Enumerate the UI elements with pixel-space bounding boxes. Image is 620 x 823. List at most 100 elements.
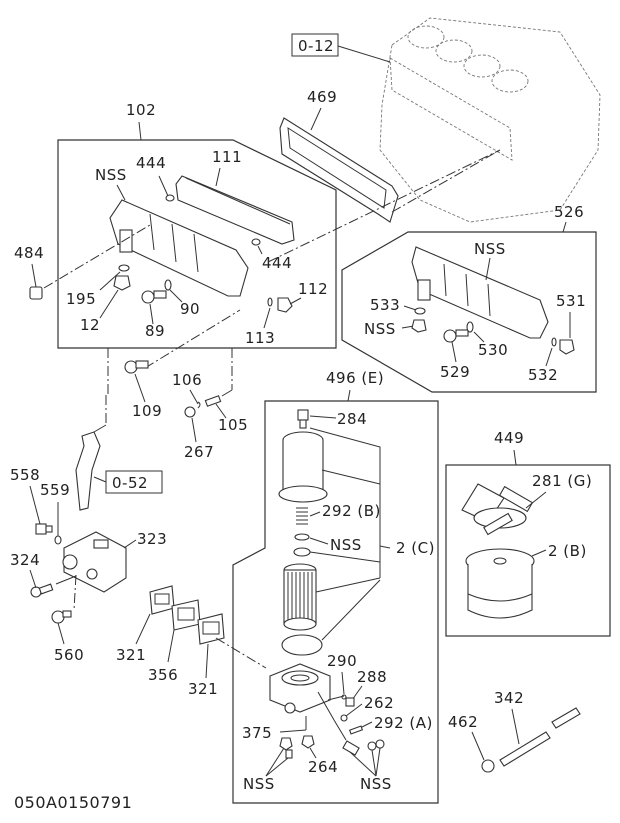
callout-nss-left: NSS xyxy=(243,775,275,793)
callout-262: 262 xyxy=(364,694,394,712)
part-oil-cooler-housing[interactable] xyxy=(109,199,249,297)
callout-356: 356 xyxy=(148,666,178,684)
callout-105: 105 xyxy=(218,416,248,434)
callout-288: 288 xyxy=(357,668,387,686)
part-90-washer[interactable] xyxy=(164,279,172,291)
part-292a-spring[interactable] xyxy=(348,725,364,735)
part-321-gasket-2[interactable] xyxy=(197,613,225,645)
callout-321-second: 321 xyxy=(188,680,218,698)
part-560-bolt[interactable] xyxy=(51,610,72,624)
group-526-label: 526 xyxy=(554,203,584,221)
part-559-washer[interactable] xyxy=(54,535,62,545)
reference-box-0-12[interactable]: 0-12 xyxy=(291,33,391,63)
part-281g-filter-head[interactable] xyxy=(461,483,534,536)
callout-531: 531 xyxy=(556,292,586,310)
part-530-washer[interactable] xyxy=(466,321,474,333)
part-533-washer[interactable] xyxy=(414,307,426,315)
part-444-oring-2[interactable] xyxy=(251,238,261,246)
part-526-oil-cooler-housing[interactable] xyxy=(411,246,549,339)
part-89-bolt[interactable] xyxy=(141,290,167,304)
part-filter-element[interactable] xyxy=(283,563,317,631)
callout-109: 109 xyxy=(132,402,162,420)
callout-195: 195 xyxy=(66,290,96,308)
callout-nss-526-nut: NSS xyxy=(364,320,396,338)
part-444-oring[interactable] xyxy=(165,194,175,202)
group-449-label: 449 xyxy=(494,429,524,447)
reference-label: 0-12 xyxy=(298,37,334,55)
group-526-box xyxy=(341,231,597,393)
group-449-box xyxy=(445,464,611,637)
part-526-nut[interactable] xyxy=(411,319,427,333)
callout-532: 532 xyxy=(528,366,558,384)
part-469-gasket[interactable] xyxy=(279,117,399,223)
part-532-oring[interactable] xyxy=(551,337,557,347)
callout-281g: 281 (G) xyxy=(532,472,592,490)
part-filter-housing[interactable] xyxy=(278,431,328,503)
part-105-stud[interactable] xyxy=(204,395,222,407)
part-112-plug[interactable] xyxy=(277,297,293,313)
part-filter-base[interactable] xyxy=(269,663,331,714)
callout-89: 89 xyxy=(145,322,165,340)
callout-444-top: 444 xyxy=(136,154,166,172)
callout-292b: 292 (B) xyxy=(322,502,381,520)
part-109-bolt[interactable] xyxy=(124,360,149,374)
part-462-fitting[interactable] xyxy=(481,759,495,773)
part-267-nut[interactable] xyxy=(184,406,196,418)
callout-nss-102: NSS xyxy=(95,166,127,184)
part-288-plug[interactable] xyxy=(345,697,355,707)
part-nss-nut[interactable] xyxy=(279,737,293,751)
callout-nss-right: NSS xyxy=(360,775,392,793)
callout-323: 323 xyxy=(137,530,167,548)
callout-533: 533 xyxy=(370,296,400,314)
callout-2c: 2 (C) xyxy=(396,539,435,557)
part-342-tube[interactable] xyxy=(499,707,581,767)
part-12-nut[interactable] xyxy=(113,275,131,291)
callout-444-bottom: 444 xyxy=(262,254,292,272)
part-323-oil-pump-body[interactable] xyxy=(62,531,127,593)
part-484-clip[interactable] xyxy=(29,286,43,300)
callout-484: 484 xyxy=(14,244,44,262)
callout-111: 111 xyxy=(212,148,242,166)
group-496e-label: 496 (E) xyxy=(326,369,384,387)
callout-290: 290 xyxy=(327,652,357,670)
callout-90: 90 xyxy=(180,300,200,318)
part-2b-filter-cartridge[interactable] xyxy=(465,548,535,619)
part-356-gasket[interactable] xyxy=(171,599,201,631)
callout-267: 267 xyxy=(184,443,214,461)
callout-nss-526: NSS xyxy=(474,240,506,258)
drawing-id: 050A0150791 xyxy=(14,793,132,812)
part-290-oring[interactable] xyxy=(341,694,347,700)
part-113-oring[interactable] xyxy=(267,297,273,307)
part-321-gasket-1[interactable] xyxy=(149,585,175,615)
part-111-cooler-element[interactable] xyxy=(175,175,295,245)
part-292b-spring[interactable] xyxy=(296,507,308,525)
part-nss-switch[interactable] xyxy=(342,739,385,756)
part-106-clip[interactable] xyxy=(197,401,201,409)
callout-462: 462 xyxy=(448,713,478,731)
group-102-label: 102 xyxy=(126,101,156,119)
callout-12: 12 xyxy=(80,316,100,334)
group-496e-box xyxy=(232,400,439,804)
callout-264: 264 xyxy=(308,758,338,776)
reference-box-0-52[interactable]: 0-52 xyxy=(93,470,163,494)
callout-559: 559 xyxy=(40,481,70,499)
callout-469: 469 xyxy=(307,88,337,106)
part-262-ball[interactable] xyxy=(340,714,348,722)
part-284-fitting[interactable] xyxy=(297,409,309,429)
engine-block-illustration xyxy=(379,17,601,223)
part-195-washer[interactable] xyxy=(118,264,130,272)
callout-560: 560 xyxy=(54,646,84,664)
callout-321-first: 321 xyxy=(116,646,146,664)
part-filter-oring[interactable] xyxy=(281,634,323,656)
part-531-plug[interactable] xyxy=(559,339,575,355)
callout-106: 106 xyxy=(172,371,202,389)
part-529-bolt[interactable] xyxy=(443,329,469,343)
part-nss-stud[interactable] xyxy=(285,749,293,759)
group-102-box xyxy=(57,139,337,349)
oil-pipe-illustration xyxy=(75,431,101,511)
part-264-nut[interactable] xyxy=(301,735,315,749)
part-filter-seal[interactable] xyxy=(293,547,311,557)
part-558-bolt[interactable] xyxy=(35,523,53,535)
part-324-bolt[interactable] xyxy=(30,583,54,598)
part-nss-washer[interactable] xyxy=(294,533,310,541)
